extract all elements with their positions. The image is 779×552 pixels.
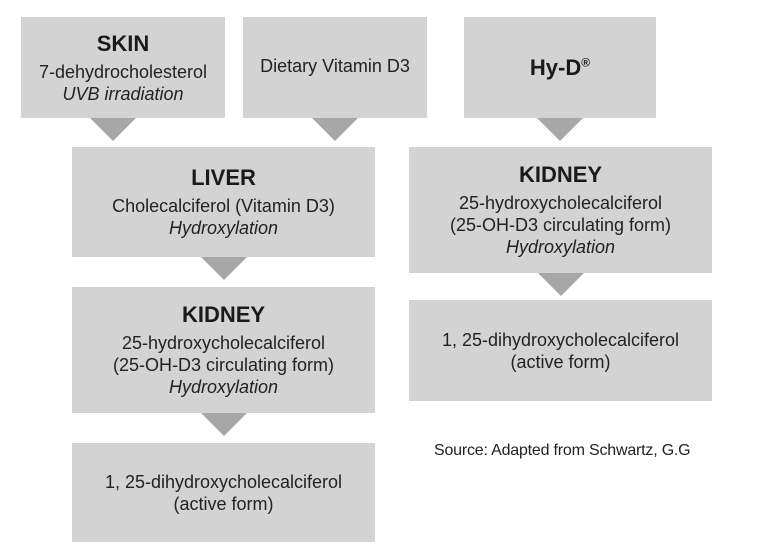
kidney-left-process: Hydroxylation	[168, 377, 279, 397]
skin-title: SKIN	[96, 30, 150, 56]
liver-compound: Cholecalciferol (Vitamin D3)	[112, 196, 335, 216]
hyd-box: Hy-D®	[464, 17, 656, 118]
kidney-right-title: KIDNEY	[518, 162, 603, 187]
active-left-form: (active form)	[173, 493, 274, 514]
active-left-compound: 1, 25-dihydroxycholecalciferol	[104, 471, 343, 492]
arrow-dietary-to-liver	[312, 118, 358, 141]
dietary-box: Dietary Vitamin D3	[243, 17, 427, 118]
registered-mark: ®	[581, 55, 591, 70]
arrow-kidney-left-to-active	[201, 413, 247, 436]
liver-process: Hydroxylation	[168, 218, 279, 238]
liver-box: LIVER Cholecalciferol (Vitamin D3) Hydro…	[72, 147, 375, 257]
kidney-left-title: KIDNEY	[181, 302, 266, 327]
skin-process: UVB irradiation	[62, 83, 184, 104]
kidney-right-box: KIDNEY 25-hydroxycholecalciferol (25-OH-…	[409, 147, 712, 273]
arrow-hyd-to-kidney	[537, 118, 583, 141]
active-right-box: 1, 25-dihydroxycholecalciferol (active f…	[409, 300, 712, 401]
active-right-compound: 1, 25-dihydroxycholecalciferol	[441, 329, 680, 350]
dietary-label: Dietary Vitamin D3	[260, 56, 410, 76]
arrow-kidney-right-to-active	[538, 273, 584, 296]
arrow-skin-to-liver	[90, 118, 136, 141]
hyd-name: Hy-D	[529, 54, 582, 80]
source-citation: Source: Adapted from Schwartz, G.G	[434, 442, 691, 459]
skin-box: SKIN 7-dehydrocholesterol UVB irradiatio…	[21, 17, 225, 118]
kidney-left-form: (25-OH-D3 circulating form)	[112, 355, 335, 375]
active-right-form: (active form)	[510, 351, 611, 372]
active-left-box: 1, 25-dihydroxycholecalciferol (active f…	[72, 443, 375, 542]
kidney-right-process: Hydroxylation	[505, 237, 616, 257]
kidney-right-compound: 25-hydroxycholecalciferol	[458, 193, 663, 213]
kidney-left-box: KIDNEY 25-hydroxycholecalciferol (25-OH-…	[72, 287, 375, 413]
kidney-left-compound: 25-hydroxycholecalciferol	[121, 333, 326, 353]
arrow-liver-to-kidney	[201, 257, 247, 280]
hyd-title: Hy-D®	[530, 55, 590, 81]
kidney-right-form: (25-OH-D3 circulating form)	[449, 215, 672, 235]
skin-compound: 7-dehydrocholesterol	[38, 61, 208, 82]
liver-title: LIVER	[191, 165, 256, 190]
